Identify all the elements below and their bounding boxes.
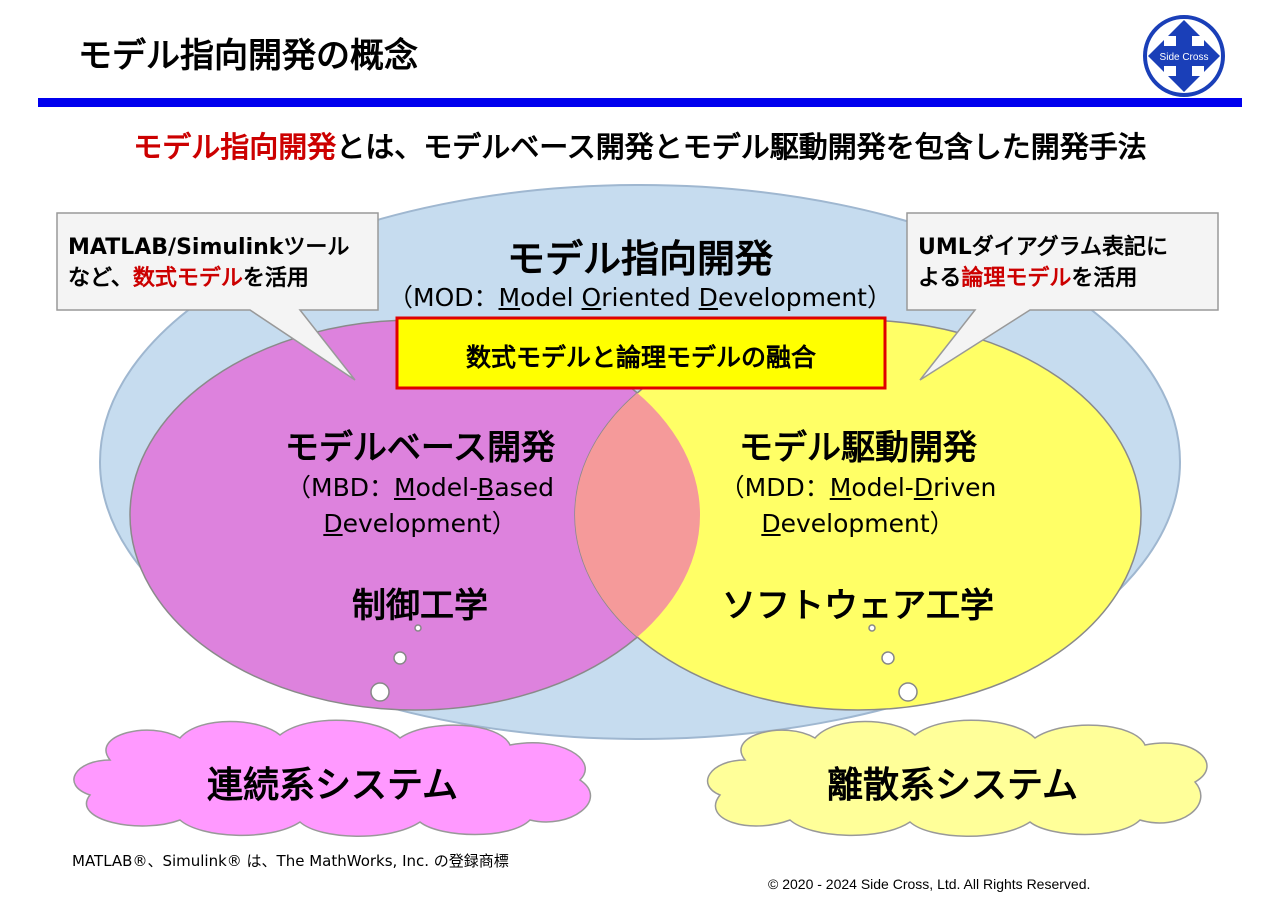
mod-subtitle: （MOD：Model Oriented Development）: [388, 283, 892, 312]
mdd-title: モデル駆動開発: [739, 428, 977, 468]
fusion-box: [395, 316, 887, 390]
cloud-right-label: 離散系システム: [827, 765, 1078, 806]
svg-text:Side Cross: Side Cross: [1160, 52, 1209, 63]
callout-left-text: MATLAB/Simulinkツール など、数式モデルを活用: [68, 232, 349, 294]
callout-left-line1: MATLAB/Simulinkツール: [68, 235, 350, 260]
cloud-left-shape: [73, 719, 592, 837]
side-cross-logo: Side Cross: [1142, 14, 1226, 98]
mod-title: モデル指向開発: [506, 237, 773, 281]
trademark-footnote: MATLAB®、Simulink® は、The MathWorks, Inc. …: [72, 852, 509, 870]
callout-right-post: を活用: [1071, 266, 1138, 291]
mdd-field: ソフトウェア工学: [722, 586, 994, 626]
mbd-field: 制御工学: [352, 586, 488, 626]
callout-left-post: を活用: [242, 266, 309, 291]
copyright: © 2020 - 2024 Side Cross, Ltd. All Right…: [768, 876, 1091, 892]
callout-right-highlight: 論理モデル: [961, 266, 1072, 291]
subtitle-highlight: モデル指向開発: [133, 130, 337, 164]
callout-left: [56, 212, 379, 381]
fusion-label: 数式モデルと論理モデルの融合: [465, 343, 816, 372]
page-title: モデル指向開発の概念: [78, 36, 418, 76]
callout-right-line1: UMLダイアグラム表記に: [918, 235, 1169, 260]
callout-left-pre: など、: [68, 266, 133, 291]
callout-right: [906, 212, 1219, 381]
subtitle: モデル指向開発とは、モデルベース開発とモデル駆動開発を包含した開発手法: [0, 124, 1280, 166]
cloud-right-shape: [707, 719, 1208, 837]
callout-left-highlight: 数式モデル: [132, 266, 243, 291]
callout-right-pre: よる: [918, 266, 962, 291]
cloud-left-label: 連続系システム: [207, 765, 458, 806]
mbd-title: モデルベース開発: [284, 428, 556, 468]
title-underline: [38, 98, 1242, 107]
callout-right-text: UMLダイアグラム表記に よる論理モデルを活用: [918, 232, 1168, 294]
subtitle-text: とは、モデルベース開発とモデル駆動開発を包含した開発手法: [336, 130, 1147, 164]
